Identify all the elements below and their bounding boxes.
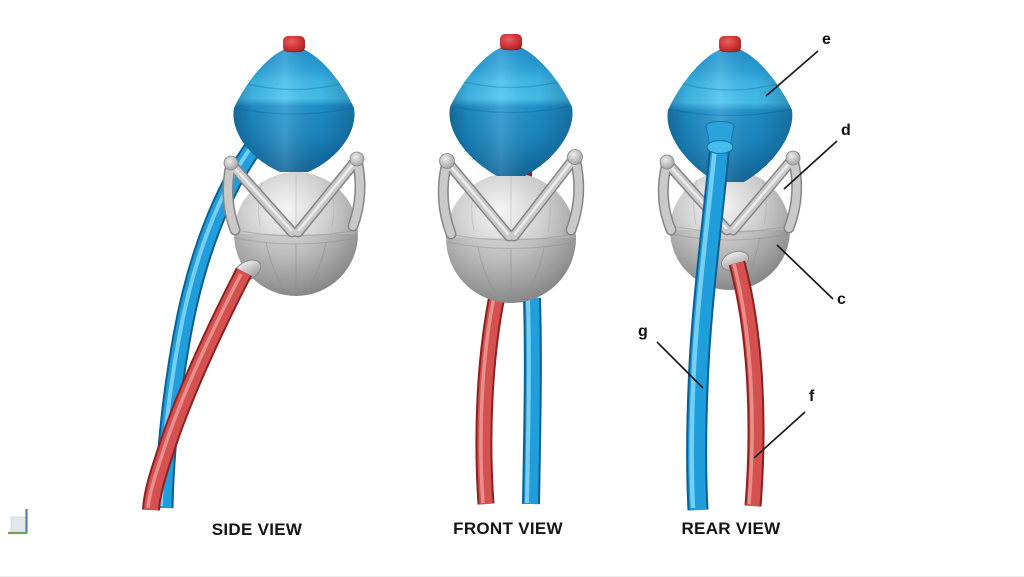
side-cap bbox=[282, 36, 306, 53]
front-view-drawing bbox=[437, 34, 585, 505]
side-support-frame bbox=[222, 151, 366, 238]
side-view-title: SIDE VIEW bbox=[211, 520, 303, 539]
leader-line-e bbox=[765, 50, 819, 97]
front-view-title: FRONT VIEW bbox=[453, 519, 563, 538]
annotation-label-f: f bbox=[809, 388, 815, 405]
rear-red-tube bbox=[720, 250, 765, 507]
front-cap bbox=[499, 34, 523, 51]
leader-line-c bbox=[776, 244, 834, 300]
annotation-label-c: c bbox=[837, 291, 846, 308]
rear-blue-tube bbox=[686, 121, 735, 511]
rear-view-drawing bbox=[657, 36, 803, 511]
annotation-label-g: g bbox=[638, 323, 648, 340]
cad-axis-icon bbox=[8, 509, 28, 535]
side-float bbox=[233, 50, 355, 172]
annotation-label-d: d bbox=[841, 122, 851, 139]
leader-line-d bbox=[783, 140, 838, 190]
rear-view-title: REAR VIEW bbox=[681, 519, 781, 538]
side-view-drawing bbox=[142, 36, 366, 511]
rear-float bbox=[667, 50, 793, 182]
front-red-tube bbox=[475, 294, 506, 505]
side-red-tube bbox=[142, 259, 262, 511]
front-float bbox=[449, 48, 573, 176]
front-support-frame bbox=[437, 149, 585, 242]
annotation-leader-lines bbox=[656, 50, 838, 459]
front-blue-tube bbox=[522, 297, 542, 505]
rear-cap bbox=[718, 36, 742, 53]
annotation-label-e: e bbox=[822, 31, 831, 48]
leader-line-f bbox=[753, 411, 806, 459]
leader-line-g bbox=[656, 341, 704, 389]
